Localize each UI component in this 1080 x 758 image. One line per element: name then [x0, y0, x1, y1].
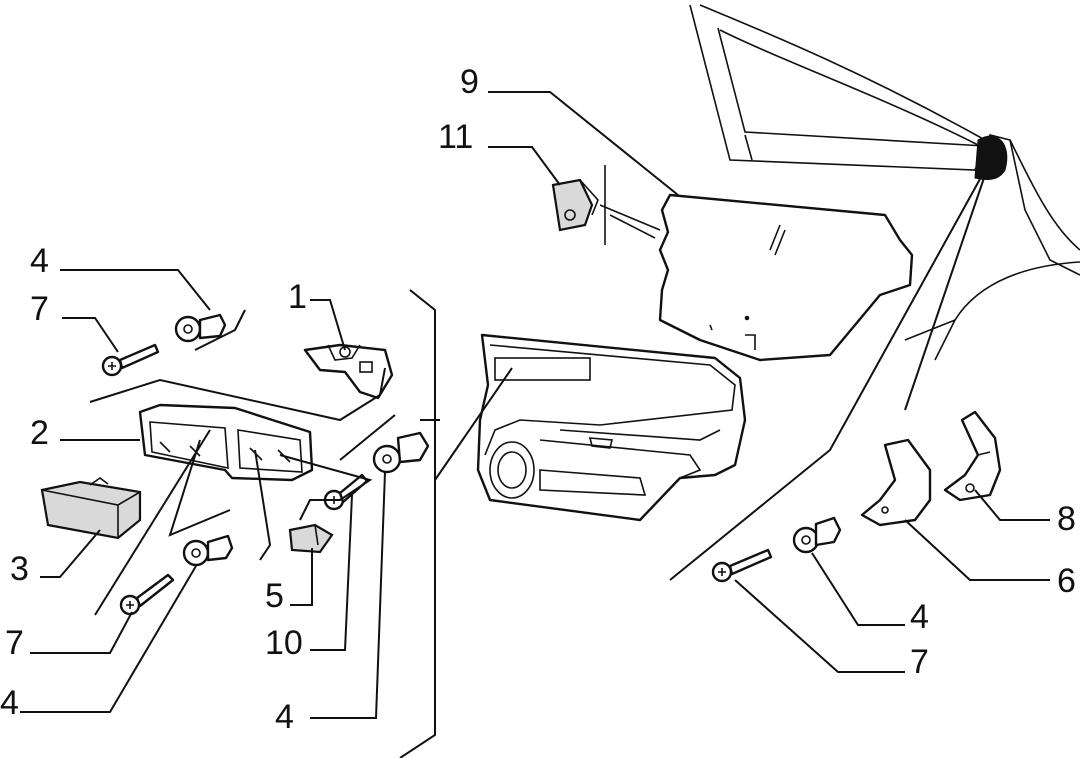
- part-4-clip-top: [174, 313, 227, 343]
- callout-8: 8: [1057, 500, 1076, 538]
- part-7-screw-right: [711, 548, 773, 583]
- callout-5: 5: [265, 577, 284, 615]
- part-4-clip-lower-left: [182, 534, 234, 567]
- part-6-cover: [860, 438, 932, 527]
- part-8-cover: [943, 410, 1002, 502]
- callout-labels: 4 7 1 2 3 5 10 7 4 4 9 11 8 6 4 7: [0, 63, 1076, 736]
- callout-6: 6: [1057, 562, 1076, 600]
- callout-1: 1: [288, 278, 307, 316]
- car-body-outline: [689, 4, 1080, 361]
- callout-11: 11: [438, 118, 473, 156]
- part-7-screw-top: [101, 343, 160, 377]
- callout-9: 9: [460, 63, 479, 101]
- part-4-clip-right: [792, 516, 842, 554]
- callout-7-lower-left: 7: [5, 624, 24, 662]
- part-11-clip: [551, 178, 599, 232]
- door-trim-panel: [476, 333, 747, 522]
- part-7-screw-lower-left: [119, 573, 175, 616]
- callout-leaders: [20, 91, 1050, 719]
- assembly-lines: [89, 169, 986, 758]
- part-1-inner-handle: [303, 343, 394, 400]
- part-4-clip-center: [372, 431, 430, 474]
- part-2-handle-bezel: [138, 403, 314, 482]
- callout-10: 10: [265, 624, 303, 662]
- part-9-door-sheet: [599, 165, 914, 362]
- callout-3: 3: [10, 550, 29, 588]
- callout-7-top: 7: [30, 290, 49, 328]
- callout-4-lower-left: 4: [0, 684, 19, 722]
- callout-4-top: 4: [30, 242, 49, 280]
- part-3-cover: [40, 477, 142, 540]
- part-5-small-clip: [288, 523, 334, 554]
- callout-4-center: 4: [275, 698, 294, 736]
- callout-7-right: 7: [910, 643, 929, 681]
- callout-4-right: 4: [910, 598, 929, 636]
- callout-2: 2: [30, 414, 49, 452]
- part-10-screw: [323, 473, 369, 511]
